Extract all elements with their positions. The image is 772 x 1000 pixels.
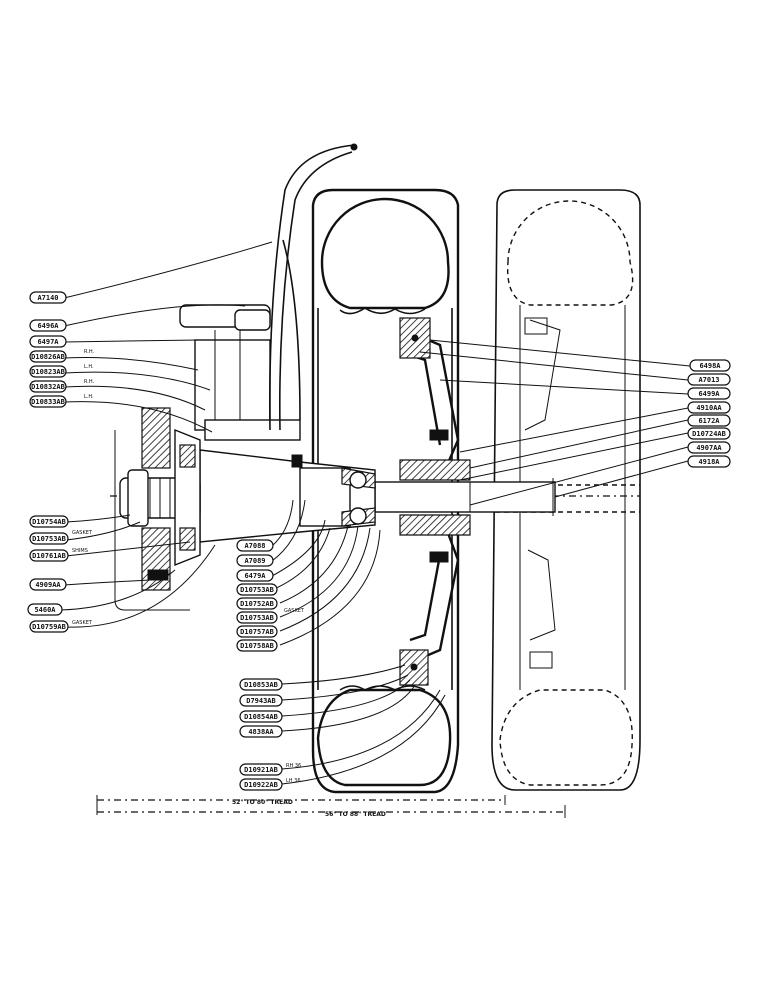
part-label-a7013: A7013 <box>687 373 731 386</box>
part-label-a7140: A7140 <box>29 291 67 304</box>
part-label-6496a: 6496A <box>29 319 67 332</box>
part-label-d10854ab: D10854AB <box>239 710 283 723</box>
svg-text:6497A: 6497A <box>37 338 59 346</box>
part-label-d10754ab: D10754AB <box>29 515 69 528</box>
outer-wheel-position <box>491 189 641 791</box>
svg-text:4907AA: 4907AA <box>696 444 722 452</box>
tread-dimensions: 52" TO 80" TREAD 56" TO 88" TREAD <box>96 795 566 818</box>
svg-text:D10753AB: D10753AB <box>32 535 66 543</box>
wheel-disc <box>399 317 471 686</box>
labels-right: 6498A A7013 6499A 4910AA 6172A D10724AB … <box>687 359 731 468</box>
axle-housing <box>199 449 376 543</box>
svg-text:A7088: A7088 <box>244 542 265 550</box>
svg-text:4918A: 4918A <box>698 458 720 466</box>
note-rh-2: R.H. <box>84 379 95 385</box>
part-label-d10752ab: D10752AB <box>236 597 278 610</box>
brake-housing <box>179 143 358 441</box>
svg-text:A7140: A7140 <box>37 294 58 302</box>
part-label-d10759ab: D10759AB <box>29 620 69 633</box>
part-label-6479a: 6479A <box>236 569 274 582</box>
labels-bottom: D10853AB D7943AB D10854AB 4838AA D10921A… <box>239 678 283 791</box>
part-label-d10753ab-c2: D10753AB <box>236 611 278 624</box>
part-label-d10832ab: D10832AB <box>29 380 67 393</box>
part-label-6172a: 6172A <box>687 414 731 427</box>
part-label-d7943ab: D7943AB <box>239 694 283 707</box>
part-label-4907aa: 4907AA <box>687 441 731 454</box>
part-label-4910aa: 4910AA <box>687 401 731 414</box>
svg-text:D10754AB: D10754AB <box>32 518 66 526</box>
note-rh: R.H. <box>84 349 95 355</box>
svg-text:4838AA: 4838AA <box>248 728 274 736</box>
note-gasket-3: GASKET <box>284 608 305 614</box>
svg-text:D10922AB: D10922AB <box>244 781 278 789</box>
part-label-d10853ab: D10853AB <box>239 678 283 691</box>
part-label-d10757ab: D10757AB <box>236 625 278 638</box>
svg-text:D10853AB: D10853AB <box>244 681 278 689</box>
svg-text:6499A: 6499A <box>698 390 720 398</box>
part-label-a7088: A7088 <box>236 539 274 552</box>
labels-center: A7088 A7089 6479A D10753AB D10752AB D107… <box>236 539 278 652</box>
svg-text:D10761AB: D10761AB <box>32 552 66 560</box>
leader-lines <box>59 241 691 785</box>
part-label-d10922ab: D10922AB <box>239 778 283 791</box>
svg-text:D7943AB: D7943AB <box>246 697 276 705</box>
part-label-d10753ab: D10753AB <box>29 532 69 545</box>
svg-text:D10833AB: D10833AB <box>31 398 65 406</box>
part-label-d10823ab: D10823AB <box>29 365 67 378</box>
note-lh: L.H. <box>84 364 94 370</box>
svg-text:6496A: 6496A <box>37 322 59 330</box>
svg-text:A7089: A7089 <box>244 557 265 565</box>
svg-text:A7013: A7013 <box>698 376 719 384</box>
note-lh-2: L.H. <box>84 394 94 400</box>
svg-text:D10759AB: D10759AB <box>32 623 66 631</box>
svg-text:4909AA: 4909AA <box>35 581 61 589</box>
part-label-d10724ab: D10724AB <box>687 427 731 440</box>
svg-text:D10753AB: D10753AB <box>240 614 274 622</box>
part-label-6499a: 6499A <box>687 387 731 400</box>
axle-shaft <box>374 478 556 516</box>
note-shims: SHIMS <box>72 548 88 554</box>
svg-text:D10752AB: D10752AB <box>240 600 274 608</box>
svg-text:D10832AB: D10832AB <box>31 383 65 391</box>
note-gasket-2: GASKET <box>72 620 93 626</box>
svg-text:D10826AB: D10826AB <box>31 353 65 361</box>
svg-text:6498A: 6498A <box>699 362 721 370</box>
svg-text:D10757AB: D10757AB <box>240 628 274 636</box>
tread-short-label: 52" TO 80" TREAD <box>232 799 293 806</box>
notes: R.H. L.H. R.H. L.H. GASKET SHIMS GASKET … <box>72 349 305 784</box>
final-drive-gear <box>114 407 201 611</box>
svg-text:4910AA: 4910AA <box>696 404 722 412</box>
svg-text:D10758AB: D10758AB <box>240 642 274 650</box>
svg-text:6172A: 6172A <box>698 417 720 425</box>
labels-left: A7140 6496A 6497A D10826AB D10823AB D108… <box>27 291 69 633</box>
part-label-5460a: 5460A <box>27 603 63 616</box>
svg-text:D10823AB: D10823AB <box>31 368 65 376</box>
note-gasket-1: GASKET <box>72 530 93 536</box>
part-label-4838aa: 4838AA <box>239 725 283 738</box>
part-label-d10921ab: D10921AB <box>239 763 283 776</box>
part-label-d10758ab: D10758AB <box>236 639 278 652</box>
part-label-4909aa: 4909AA <box>29 578 67 591</box>
part-label-6498a: 6498A <box>689 359 731 372</box>
tread-long-label: 56" TO 88" TREAD <box>325 811 386 818</box>
svg-text:5460A: 5460A <box>34 606 56 614</box>
note-lh-36: LH 36 <box>286 778 301 784</box>
part-label-d10753ab-c: D10753AB <box>236 583 278 596</box>
part-label-6497a: 6497A <box>29 335 67 348</box>
note-rh-36: RH 36 <box>286 763 301 769</box>
part-label-d10826ab: D10826AB <box>29 350 67 363</box>
svg-text:D10921AB: D10921AB <box>244 766 278 774</box>
svg-text:D10854AB: D10854AB <box>244 713 278 721</box>
part-label-a7089: A7089 <box>236 554 274 567</box>
svg-text:6479A: 6479A <box>244 572 266 580</box>
part-label-d10833ab: D10833AB <box>29 395 67 408</box>
part-label-4918a: 4918A <box>687 455 731 468</box>
part-label-d10761ab: D10761AB <box>29 549 69 562</box>
svg-text:D10724AB: D10724AB <box>692 430 726 438</box>
svg-text:D10753AB: D10753AB <box>240 586 274 594</box>
